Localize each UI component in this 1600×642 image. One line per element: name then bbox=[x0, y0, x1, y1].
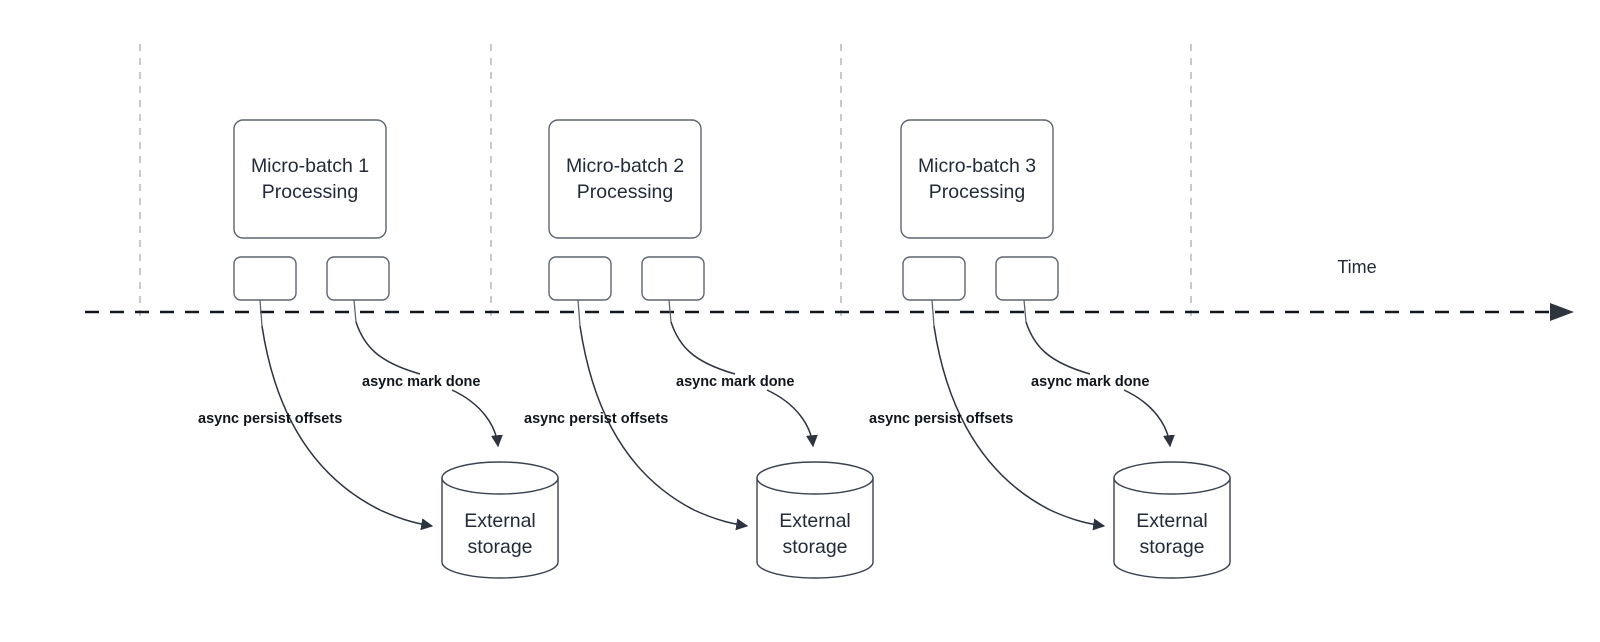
persist-task-box-1[interactable] bbox=[233, 256, 297, 301]
markdone-task-box-1[interactable] bbox=[326, 256, 390, 301]
group-3: Micro-batch 3 Processing async persist o… bbox=[869, 119, 1231, 579]
markdone-stem-2 bbox=[668, 299, 672, 323]
micro-batch-3-box[interactable]: Micro-batch 3 Processing bbox=[900, 119, 1054, 239]
external-storage-1-body[interactable] bbox=[441, 477, 559, 579]
micro-batch-2-box[interactable]: Micro-batch 2 Processing bbox=[548, 119, 702, 239]
micro-batch-2-label-line2: Processing bbox=[577, 181, 673, 203]
persist-stem-1 bbox=[259, 299, 263, 327]
markdone-curve-2-upper bbox=[670, 321, 736, 375]
micro-batch-2-label-line1: Micro-batch 2 bbox=[566, 155, 684, 177]
external-storage-2-body[interactable] bbox=[756, 477, 874, 579]
time-axis-arrowhead bbox=[1550, 303, 1574, 321]
external-storage-1-top bbox=[441, 461, 559, 495]
external-storage-1-label-line1: External bbox=[464, 510, 536, 532]
micro-batch-3-label-line2: Processing bbox=[929, 181, 1025, 203]
external-storage-3[interactable]: External storage bbox=[1113, 461, 1231, 579]
persist-task-box-2[interactable] bbox=[548, 256, 612, 301]
external-storage-2[interactable]: External storage bbox=[756, 461, 874, 579]
external-storage-2-label-line2: storage bbox=[782, 536, 847, 558]
external-storage-2-label-line1: External bbox=[779, 510, 851, 532]
markdone-curve-2-lower bbox=[766, 389, 818, 448]
persist-stem-2 bbox=[577, 299, 581, 327]
micro-batch-3-box-rect[interactable] bbox=[900, 119, 1054, 239]
external-storage-3-body[interactable] bbox=[1113, 477, 1231, 579]
persist-edge-label-3: async persist offsets bbox=[869, 411, 1013, 427]
external-storage-1[interactable]: External storage bbox=[441, 461, 559, 579]
persist-stem-3 bbox=[931, 299, 935, 327]
markdone-task-box-3[interactable] bbox=[995, 256, 1059, 301]
markdone-curve-3-upper bbox=[1025, 321, 1091, 375]
time-axis-label: Time bbox=[1337, 257, 1376, 277]
persist-curve-3-upper bbox=[933, 325, 1051, 511]
persist-edge-label-1: async persist offsets bbox=[198, 411, 342, 427]
micro-batch-1-label-line2: Processing bbox=[262, 181, 358, 203]
markdone-task-box-2[interactable] bbox=[641, 256, 705, 301]
markdone-stem-3 bbox=[1023, 299, 1027, 323]
markdone-stem-1 bbox=[353, 299, 357, 323]
micro-batch-1-label-line1: Micro-batch 1 bbox=[251, 155, 369, 177]
persist-curve-3-lower bbox=[1049, 509, 1106, 531]
persist-curve-2-lower bbox=[693, 509, 749, 531]
persist-curve-2-upper bbox=[579, 325, 695, 511]
tick-guides bbox=[139, 44, 1192, 316]
group-1: Micro-batch 1 Processing async persist o… bbox=[198, 119, 559, 579]
markdone-edge-label-2: async mark done bbox=[676, 374, 794, 390]
micro-batch-2-box-rect[interactable] bbox=[548, 119, 702, 239]
external-storage-1-label-line2: storage bbox=[467, 536, 532, 558]
time-axis: Time bbox=[85, 257, 1574, 321]
external-storage-3-label-line2: storage bbox=[1139, 536, 1204, 558]
markdone-curve-3-lower bbox=[1123, 389, 1175, 448]
markdone-curve-1-lower bbox=[451, 389, 503, 448]
markdone-edge-label-3: async mark done bbox=[1031, 374, 1149, 390]
external-storage-3-label-line1: External bbox=[1136, 510, 1208, 532]
markdone-edge-label-1: async mark done bbox=[362, 374, 480, 390]
external-storage-3-top bbox=[1113, 461, 1231, 495]
persist-task-box-3[interactable] bbox=[902, 256, 966, 301]
markdone-curve-1-upper bbox=[355, 321, 421, 375]
micro-batch-3-label-line1: Micro-batch 3 bbox=[918, 155, 1036, 177]
persist-curve-1-lower bbox=[379, 509, 434, 531]
persist-edge-label-2: async persist offsets bbox=[524, 411, 668, 427]
micro-batch-1-box-rect[interactable] bbox=[233, 119, 387, 239]
external-storage-2-top bbox=[756, 461, 874, 495]
micro-batch-1-box[interactable]: Micro-batch 1 Processing bbox=[233, 119, 387, 239]
group-2: Micro-batch 2 Processing async persist o… bbox=[524, 119, 874, 579]
persist-curve-1-upper bbox=[261, 325, 381, 511]
